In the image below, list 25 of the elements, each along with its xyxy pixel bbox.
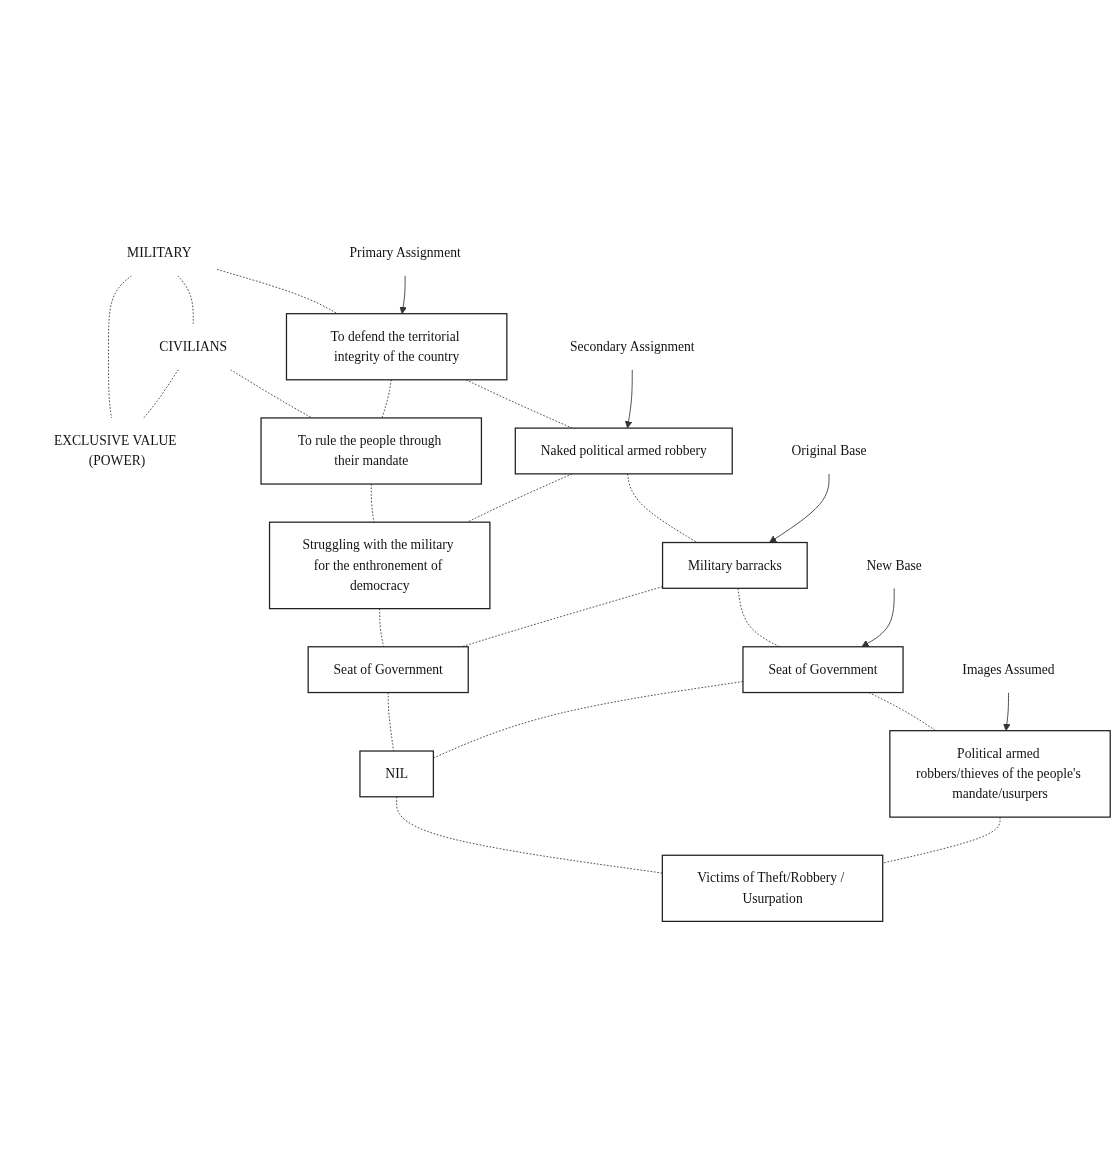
node-text: Original Base — [791, 443, 867, 459]
node-text: Images Assumed — [962, 662, 1055, 677]
node-text: MILITARY — [127, 245, 192, 260]
connector — [108, 275, 133, 419]
node-box: Naked political armed robbery — [514, 427, 733, 475]
connector — [737, 588, 780, 648]
node-box: Victims of Theft/Robbery / Usurpation — [661, 855, 884, 923]
node-box: NIL — [359, 750, 434, 798]
node-box: To defend the territorial integrity of the country — [285, 313, 508, 381]
node-text: Primary Assignment — [349, 245, 461, 260]
node-box: Struggling with the military for the enthronement of democracy — [268, 521, 491, 610]
connector — [177, 275, 194, 325]
connector — [882, 817, 1001, 864]
node-box: To rule the people through their mandate — [260, 417, 483, 486]
node-box: Seat of Government — [742, 646, 904, 694]
node-box: Seat of Government — [307, 646, 469, 694]
node-text: EXCLUSIVE VALUE (POWER) — [53, 433, 177, 469]
node-text: New Base — [866, 558, 922, 573]
connector — [387, 692, 394, 752]
connector — [143, 369, 179, 419]
node-box: Political armed robbers/thieves of the people's mandate/usurpers — [889, 730, 1111, 819]
connector — [230, 369, 313, 419]
node-text: Secondary Assignment — [569, 339, 695, 354]
node-text: CIVILIANS — [159, 339, 228, 354]
node-box: Military barracks — [661, 542, 808, 590]
